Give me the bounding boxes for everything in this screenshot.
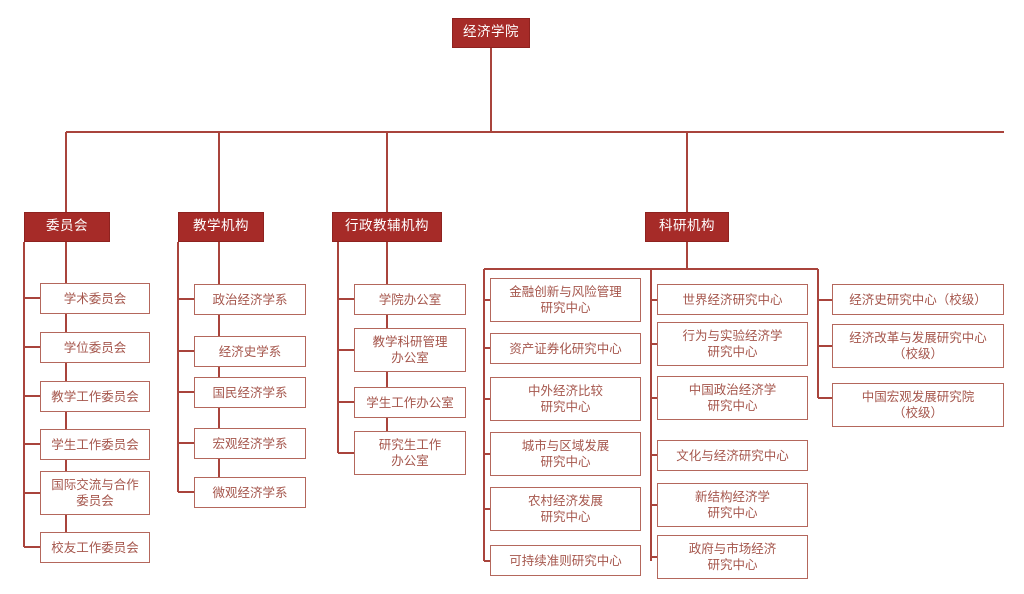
leaf-research-b1[interactable]: 世界经济研究中心	[657, 284, 808, 315]
leaf-research-a4[interactable]: 城市与区域发展 研究中心	[490, 432, 641, 476]
leaf-teaching-3[interactable]: 国民经济学系	[194, 377, 306, 408]
node-label: 新结构经济学 研究中心	[694, 489, 770, 520]
leaf-research-a6[interactable]: 可持续准则研究中心	[490, 545, 641, 576]
node-label: 学院办公室	[378, 291, 442, 307]
node-label: 国民经济学系	[212, 384, 288, 400]
node-label: 资产证券化研究中心	[509, 340, 622, 356]
leaf-teaching-4[interactable]: 宏观经济学系	[194, 428, 306, 459]
node-label: 行为与实验经济学 研究中心	[682, 328, 783, 359]
node-label: 中国宏观发展研究院 （校级）	[861, 389, 975, 420]
node-label: 教学机构	[193, 218, 249, 235]
node-label: 学生工作委员会	[51, 436, 139, 452]
leaf-committee-1[interactable]: 学术委员会	[40, 283, 150, 314]
node-label: 经济史学系	[218, 343, 282, 359]
node-label: 经济改革与发展研究中心 （校级）	[849, 330, 987, 361]
node-branch-research[interactable]: 科研机构	[645, 212, 729, 242]
leaf-admin-3[interactable]: 学生工作办公室	[354, 387, 466, 418]
leaf-committee-2[interactable]: 学位委员会	[40, 332, 150, 363]
node-label: 教学科研管理 办公室	[372, 334, 448, 365]
node-label: 学术委员会	[63, 290, 127, 306]
leaf-committee-3[interactable]: 教学工作委员会	[40, 381, 150, 412]
leaf-research-a2[interactable]: 资产证券化研究中心	[490, 333, 641, 364]
node-label: 行政教辅机构	[345, 218, 429, 235]
leaf-admin-4[interactable]: 研究生工作 办公室	[354, 431, 466, 475]
node-label: 中外经济比较 研究中心	[527, 383, 603, 414]
node-label: 学位委员会	[63, 339, 127, 355]
node-label: 可持续准则研究中心	[509, 552, 622, 568]
node-label: 政府与市场经济 研究中心	[688, 541, 777, 572]
leaf-research-b6[interactable]: 政府与市场经济 研究中心	[657, 535, 808, 579]
node-label: 城市与区域发展 研究中心	[521, 438, 610, 469]
leaf-committee-6[interactable]: 校友工作委员会	[40, 532, 150, 563]
leaf-research-b2[interactable]: 行为与实验经济学 研究中心	[657, 322, 808, 366]
node-label: 中国政治经济学 研究中心	[688, 382, 777, 413]
node-label: 研究生工作 办公室	[378, 437, 442, 468]
node-label: 政治经济学系	[212, 291, 288, 307]
leaf-research-a5[interactable]: 农村经济发展 研究中心	[490, 487, 641, 531]
leaf-committee-5[interactable]: 国际交流与合作 委员会	[40, 471, 150, 515]
node-label: 金融创新与风险管理 研究中心	[509, 284, 622, 315]
leaf-teaching-1[interactable]: 政治经济学系	[194, 284, 306, 315]
node-label: 委员会	[46, 218, 88, 235]
leaf-research-b4[interactable]: 文化与经济研究中心	[657, 440, 808, 471]
leaf-teaching-2[interactable]: 经济史学系	[194, 336, 306, 367]
node-label: 微观经济学系	[212, 484, 288, 500]
node-label: 经济学院	[463, 24, 519, 41]
node-label: 宏观经济学系	[212, 435, 288, 451]
node-root[interactable]: 经济学院	[452, 18, 530, 48]
node-label: 科研机构	[659, 218, 715, 235]
leaf-admin-1[interactable]: 学院办公室	[354, 284, 466, 315]
leaf-admin-2[interactable]: 教学科研管理 办公室	[354, 328, 466, 372]
node-label: 文化与经济研究中心	[676, 447, 789, 463]
node-branch-administration[interactable]: 行政教辅机构	[332, 212, 442, 242]
node-branch-committee[interactable]: 委员会	[24, 212, 110, 242]
leaf-committee-4[interactable]: 学生工作委员会	[40, 429, 150, 460]
node-label: 农村经济发展 研究中心	[527, 493, 603, 524]
leaf-research-c1[interactable]: 经济史研究中心（校级）	[832, 284, 1004, 315]
node-label: 世界经济研究中心	[682, 291, 783, 307]
leaf-research-c2[interactable]: 经济改革与发展研究中心 （校级）	[832, 324, 1004, 368]
leaf-research-b5[interactable]: 新结构经济学 研究中心	[657, 483, 808, 527]
node-label: 学生工作办公室	[366, 394, 454, 410]
node-label: 教学工作委员会	[51, 388, 139, 404]
leaf-research-a1[interactable]: 金融创新与风险管理 研究中心	[490, 278, 641, 322]
node-label: 校友工作委员会	[51, 539, 139, 555]
node-label: 国际交流与合作 委员会	[51, 477, 139, 508]
leaf-research-c3[interactable]: 中国宏观发展研究院 （校级）	[832, 383, 1004, 427]
leaf-research-a3[interactable]: 中外经济比较 研究中心	[490, 377, 641, 421]
leaf-teaching-5[interactable]: 微观经济学系	[194, 477, 306, 508]
node-label: 经济史研究中心（校级）	[849, 291, 987, 307]
leaf-research-b3[interactable]: 中国政治经济学 研究中心	[657, 376, 808, 420]
node-branch-teaching[interactable]: 教学机构	[178, 212, 264, 242]
